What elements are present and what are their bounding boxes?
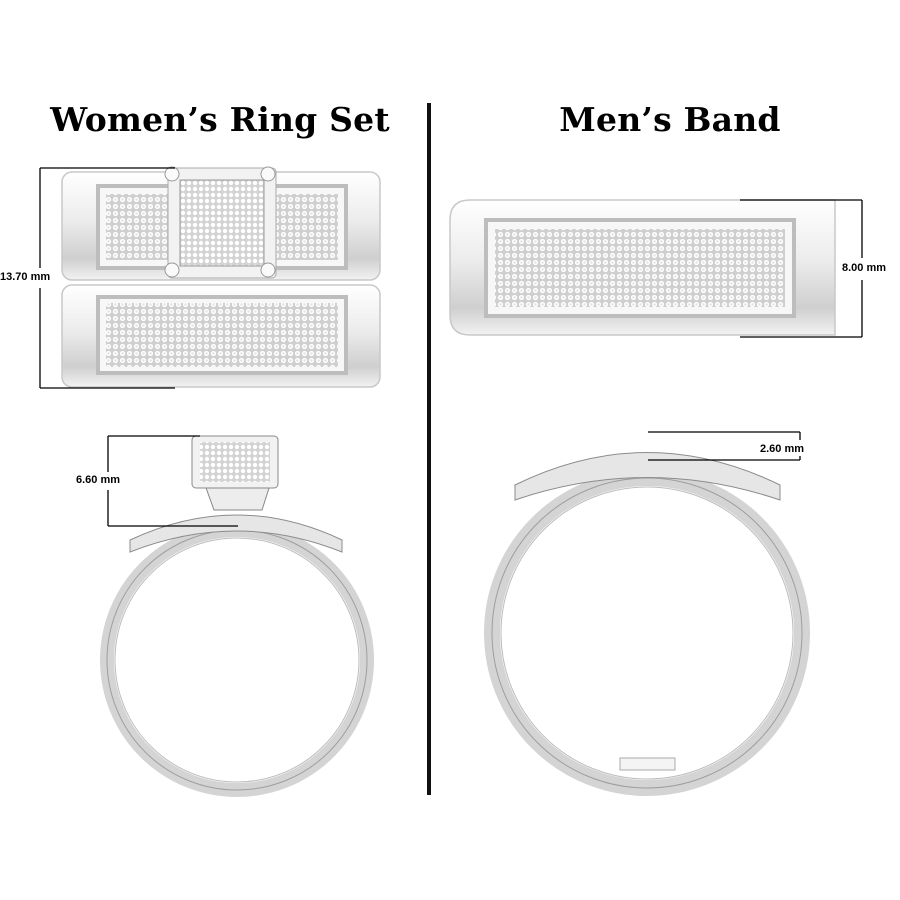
mens-width-dimension-line bbox=[740, 199, 863, 338]
womens-setting-label: 6.60 mm bbox=[76, 474, 121, 487]
womens-setting-dimension-line bbox=[107, 435, 238, 527]
mens-band-title: Men’s Band bbox=[559, 100, 781, 139]
womens-engagement-ring-top-view bbox=[61, 166, 381, 281]
womens-height-dimension-line bbox=[39, 167, 175, 389]
mens-thickness-dimension-line bbox=[648, 431, 801, 461]
mens-thickness-label: 2.60 mm bbox=[760, 443, 805, 456]
section-divider bbox=[427, 103, 431, 795]
womens-ring-set-title: Women’s Ring Set bbox=[50, 100, 390, 139]
mens-band-side-view bbox=[484, 452, 810, 796]
mens-width-label: 8.00 mm bbox=[842, 262, 887, 275]
mens-band-top-view bbox=[449, 199, 836, 336]
womens-height-label: 13.70 mm bbox=[0, 271, 51, 284]
womens-wedding-band-top-view bbox=[61, 284, 381, 388]
womens-ring-side-view bbox=[100, 435, 374, 797]
